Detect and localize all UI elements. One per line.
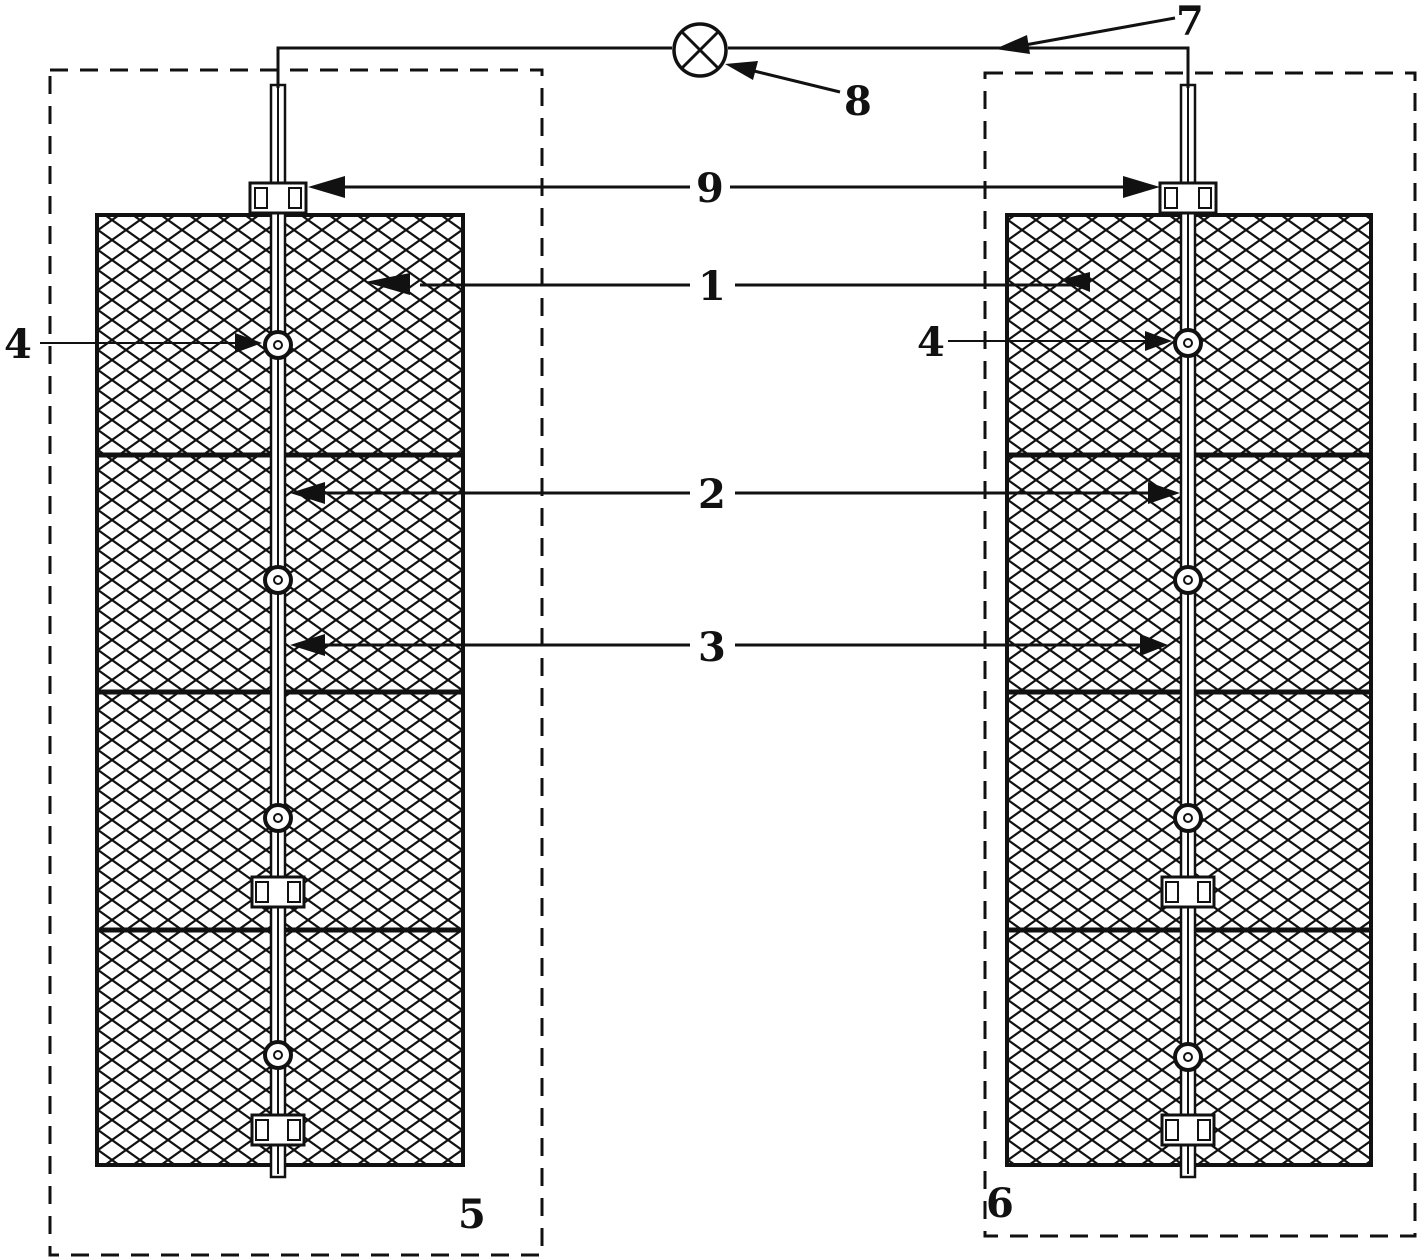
label-1: 1 (698, 263, 726, 310)
right-rod (1179, 83, 1197, 1179)
left-joints (263, 330, 293, 1070)
label-9: 9 (696, 165, 724, 212)
right-top-clamp (1158, 181, 1218, 215)
leader-8 (725, 61, 841, 94)
meter-icon (672, 22, 728, 78)
leader-4-right (948, 331, 1172, 351)
label-4-right: 4 (917, 319, 945, 366)
right-zone-box (983, 71, 1417, 1238)
label-3: 3 (698, 624, 726, 671)
label-7: 7 (1176, 0, 1204, 45)
left-rod (269, 83, 287, 1179)
right-mid-clamp (1160, 875, 1216, 909)
label-4-left: 4 (4, 321, 32, 368)
label-8: 8 (844, 78, 872, 125)
label-5: 5 (458, 1191, 486, 1238)
left-bottom-clamp (250, 1113, 306, 1147)
label-6: 6 (986, 1180, 1014, 1227)
right-joints (1173, 328, 1203, 1072)
leader-2 (290, 482, 1180, 504)
leader-3 (290, 634, 1168, 656)
left-zone-box (48, 68, 544, 1257)
leader-7 (995, 16, 1176, 54)
right-bottom-clamp (1160, 1113, 1216, 1147)
left-mid-clamp (250, 875, 306, 909)
leader-1 (365, 272, 1090, 295)
leader-4-left (40, 333, 262, 353)
connecting-wire (276, 46, 1190, 88)
left-top-clamp (248, 181, 308, 215)
label-2: 2 (698, 471, 726, 518)
leader-9 (308, 176, 1160, 198)
